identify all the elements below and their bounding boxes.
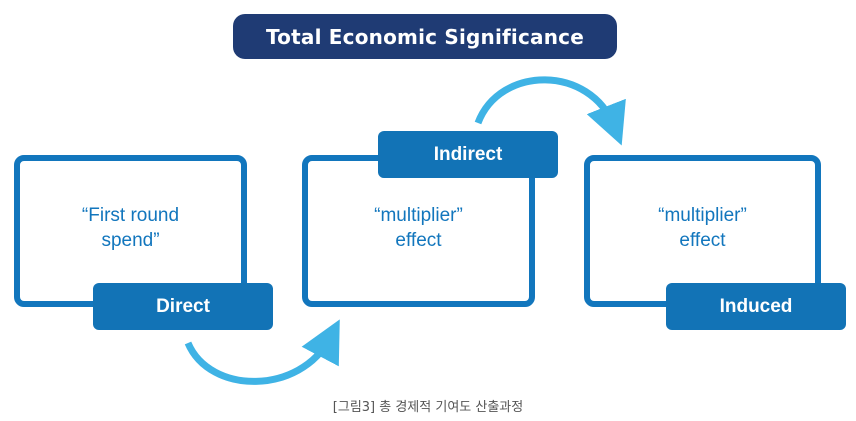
arrow-direct-to-indirect — [184, 319, 340, 385]
direct-box-text: “First round spend” — [81, 205, 180, 251]
diagram-title: Total Economic Significance — [233, 14, 617, 59]
direct-label: Direct — [93, 283, 273, 330]
arrow-indirect-to-induced — [474, 76, 626, 146]
figure-caption: [그림3] 총 경제적 기여도 산출과정 — [332, 400, 524, 415]
induced-label: Induced — [666, 283, 846, 330]
induced-box-text: “multiplier” effect — [658, 205, 747, 251]
direct-box: “First round spend” — [14, 155, 247, 307]
indirect-label: Indirect — [378, 131, 558, 178]
indirect-box: “multiplier” effect — [302, 155, 535, 307]
indirect-box-text: “multiplier” effect — [374, 205, 463, 251]
